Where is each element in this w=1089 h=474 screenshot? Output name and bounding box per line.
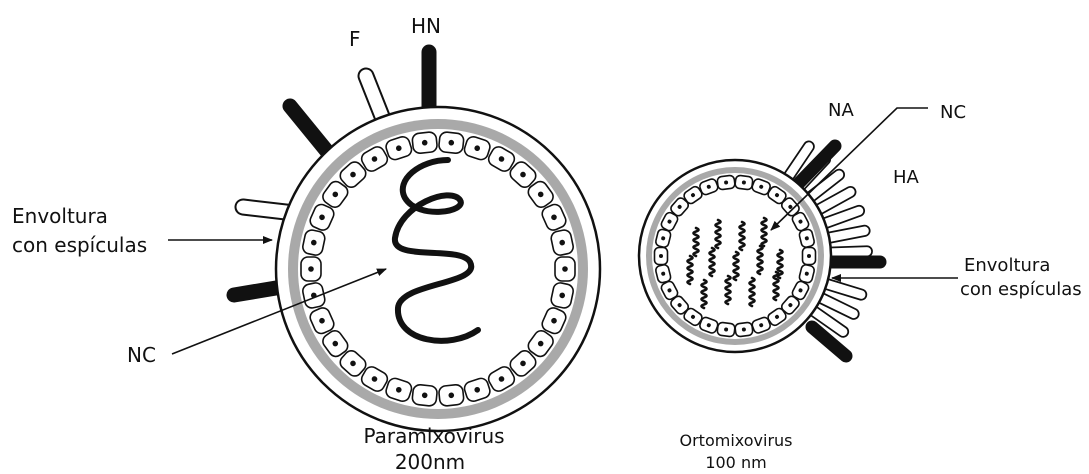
rna-segment [726, 276, 731, 304]
rna-segment [688, 256, 693, 284]
orto-caption-name: Ortomixovirus [680, 431, 793, 450]
paramyxovirus-particle [234, 52, 600, 431]
rna-segment [758, 246, 763, 274]
orto-envelope-label-line2: con espículas [960, 279, 1082, 300]
ha-label: HA [893, 167, 920, 188]
rna-segment [716, 220, 721, 248]
capsomere [412, 132, 438, 154]
na-label: NA [828, 100, 854, 121]
capsomere [301, 257, 321, 281]
orto-caption-size: 100 nm [705, 453, 766, 472]
hn-label: HN [411, 14, 441, 38]
capsomere [438, 132, 464, 154]
rna-segment [774, 272, 779, 300]
para-nc-label: NC [127, 343, 156, 367]
capsomere [655, 248, 668, 265]
capsomere [555, 257, 575, 281]
capsomere [438, 384, 464, 406]
rna-segment [750, 278, 755, 306]
capsomere [735, 175, 753, 190]
capsomere [735, 322, 753, 337]
capsomere [803, 248, 816, 265]
rna-segment [740, 222, 745, 250]
para-envelope-label-line2: con espículas [12, 233, 147, 257]
orto-envelope-label-line1: Envoltura [964, 255, 1050, 276]
capsomere [717, 175, 735, 190]
para-envelope-label-line1: Envoltura [12, 204, 108, 228]
rna-segment [734, 252, 739, 280]
capsomere [412, 384, 438, 406]
rna-segment [702, 280, 707, 308]
para-caption-name: Paramixovirus [363, 424, 504, 448]
orto-nc-label: NC [940, 102, 966, 123]
capsomere [717, 322, 735, 337]
hn-spike [290, 106, 330, 155]
f-label: F [349, 27, 361, 51]
orthomyxovirus-particle [639, 146, 880, 356]
para-caption-size: 200nm [395, 450, 465, 474]
rna-segment [694, 228, 699, 256]
matrix-inner-edge [298, 129, 578, 409]
rna-segment [710, 248, 715, 276]
rna-segment [762, 218, 767, 246]
